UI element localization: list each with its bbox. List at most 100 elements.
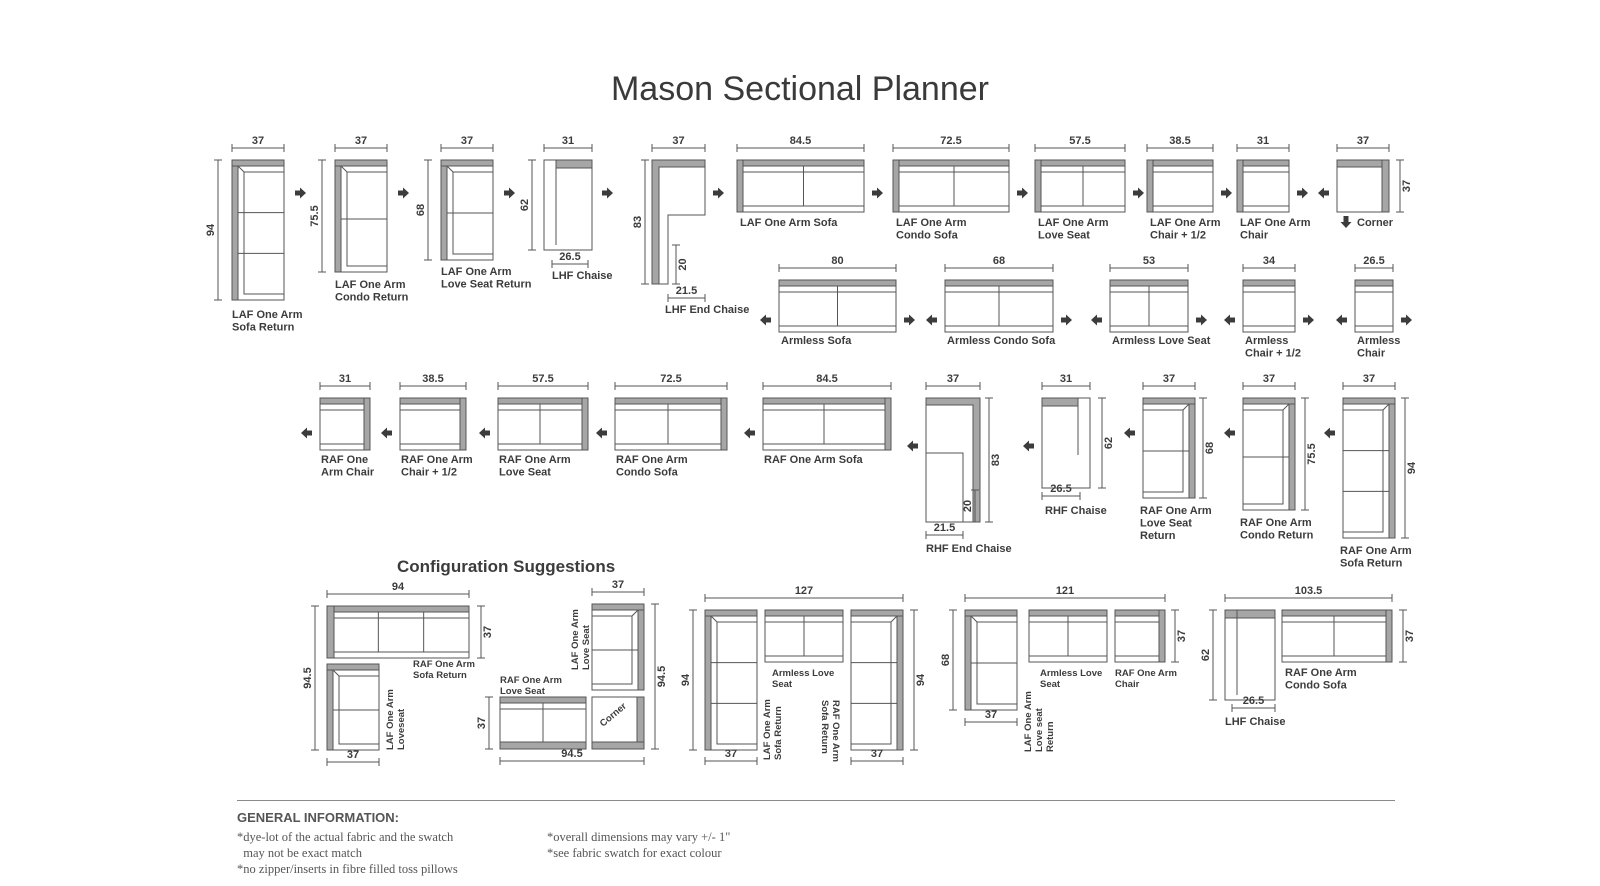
config-sofa xyxy=(326,605,470,659)
sofa-back xyxy=(614,397,728,405)
corner-back xyxy=(591,741,645,750)
dimension-label: 57.5 xyxy=(1069,135,1090,147)
sofa-arm-top xyxy=(326,663,380,671)
dim-width: 94 xyxy=(326,581,470,598)
dim-height: 94 xyxy=(910,609,927,751)
dim-depth: 37 xyxy=(704,748,758,765)
arrow-left-icon xyxy=(1124,427,1135,439)
sofa-arm-top xyxy=(440,159,494,167)
arrow-right-icon xyxy=(398,187,409,199)
piece-raf-1 xyxy=(399,397,467,451)
arrow-left-icon xyxy=(479,427,490,439)
chaise-outline xyxy=(543,159,593,251)
arrow-right-icon xyxy=(1017,187,1028,199)
dimension-label: 94.5 xyxy=(561,748,582,760)
sofa-outline xyxy=(892,159,1010,213)
config-lhf-chaise xyxy=(1224,609,1276,701)
dimension-label: 37 xyxy=(871,748,883,760)
dim-width: 68 xyxy=(944,255,1054,272)
dimension-label: 37 xyxy=(476,717,488,729)
sofa-outline xyxy=(1242,397,1296,511)
sofa-arm-top xyxy=(1242,397,1296,405)
dimension-label: 72.5 xyxy=(660,373,681,385)
note-dye-lot: *dye-lot of the actual fabric and the sw… xyxy=(237,830,454,860)
sofa-arm-top xyxy=(1342,397,1396,405)
sofa-outline xyxy=(1342,397,1396,539)
arrow-left-icon xyxy=(1324,427,1335,439)
arrow-left-icon xyxy=(381,427,392,439)
arrow-right-icon xyxy=(1133,187,1144,199)
sofa-outline xyxy=(1354,279,1394,333)
dim-height: 94 xyxy=(205,159,222,301)
dim-width: 37 xyxy=(334,135,388,152)
dim-height: 75.5 xyxy=(1301,397,1318,511)
corner-line xyxy=(332,669,340,677)
config-label: LAF One ArmLoveseat xyxy=(385,689,407,750)
dimension-label: 21.5 xyxy=(934,522,955,534)
arrow-left-icon xyxy=(744,427,755,439)
dim-width: 38.5 xyxy=(399,373,467,390)
dim-depth: 37 xyxy=(476,696,493,750)
dim-height: 94.5 xyxy=(651,603,668,750)
dimension-label: 84.5 xyxy=(790,135,811,147)
dim-width: 37 xyxy=(1242,373,1296,390)
arrow-left-icon xyxy=(1023,440,1034,452)
corner-line xyxy=(890,615,898,623)
sofa-back xyxy=(637,603,645,691)
piece-label: LAF One Arm Sofa xyxy=(740,217,838,229)
dim-width: 94.5 xyxy=(499,748,645,765)
dim-width: 37 xyxy=(1336,135,1390,152)
footer-divider xyxy=(237,800,1395,801)
sofa-outline xyxy=(704,609,758,751)
config-label: LAF One ArmLove Seat xyxy=(570,609,592,670)
dimension-label: 34 xyxy=(1263,255,1276,267)
piece-lhf-end-chaise: 20 xyxy=(651,159,706,285)
arrow-right-icon xyxy=(295,187,306,199)
sofa-outline xyxy=(497,397,589,451)
dim-width: 121 xyxy=(964,585,1166,602)
sofa-arm-top xyxy=(964,609,1018,617)
corner-back xyxy=(326,605,335,659)
piece-raf-2 xyxy=(497,397,589,451)
sofa-arm-left xyxy=(1034,159,1042,213)
dim-width: 72.5 xyxy=(614,373,728,390)
sofa-seat-area xyxy=(1114,615,1160,657)
dim-depth: 20 xyxy=(672,244,689,285)
sofa-back xyxy=(764,609,844,617)
dim-width: 34 xyxy=(1242,255,1296,272)
note-zipper: *no zipper/inserts in fibre filled toss … xyxy=(237,862,458,876)
corner-back-right xyxy=(1381,159,1390,213)
dim-depth: 37 xyxy=(1399,609,1416,663)
dim-width: 103.5 xyxy=(1224,585,1393,602)
arrow-down-icon xyxy=(1340,216,1352,228)
dim-height: 83 xyxy=(985,397,1002,523)
dimension-label: 68 xyxy=(1204,442,1216,454)
dim-width: 31 xyxy=(1236,135,1290,152)
dimension-label: 37 xyxy=(347,749,359,761)
dim-height: 94 xyxy=(1401,397,1418,539)
dimension-label: 31 xyxy=(1060,373,1072,385)
config-heading: Configuration Suggestions xyxy=(397,557,615,576)
piece-armless-2 xyxy=(1109,279,1189,333)
dimension-label: 26.5 xyxy=(1243,695,1264,707)
sofa-outline xyxy=(736,159,865,213)
sofa-back xyxy=(1188,397,1196,499)
dimension-label: 20 xyxy=(962,500,974,512)
sofa-arm-right xyxy=(581,397,589,451)
config-label: LAF One ArmLove seatReturn xyxy=(1023,691,1056,752)
sofa-back xyxy=(896,609,904,751)
corner-line xyxy=(340,165,348,173)
dimension-label: 37 xyxy=(1263,373,1275,385)
dim-width: 37 xyxy=(1342,373,1396,390)
dim-depth: 26.5 xyxy=(551,251,589,268)
piece-label: Corner xyxy=(1357,217,1394,229)
sofa-outline xyxy=(326,663,380,751)
chaise-back xyxy=(1041,397,1079,407)
dimension-label: 37 xyxy=(1401,180,1413,192)
sofa-back xyxy=(892,159,1010,167)
